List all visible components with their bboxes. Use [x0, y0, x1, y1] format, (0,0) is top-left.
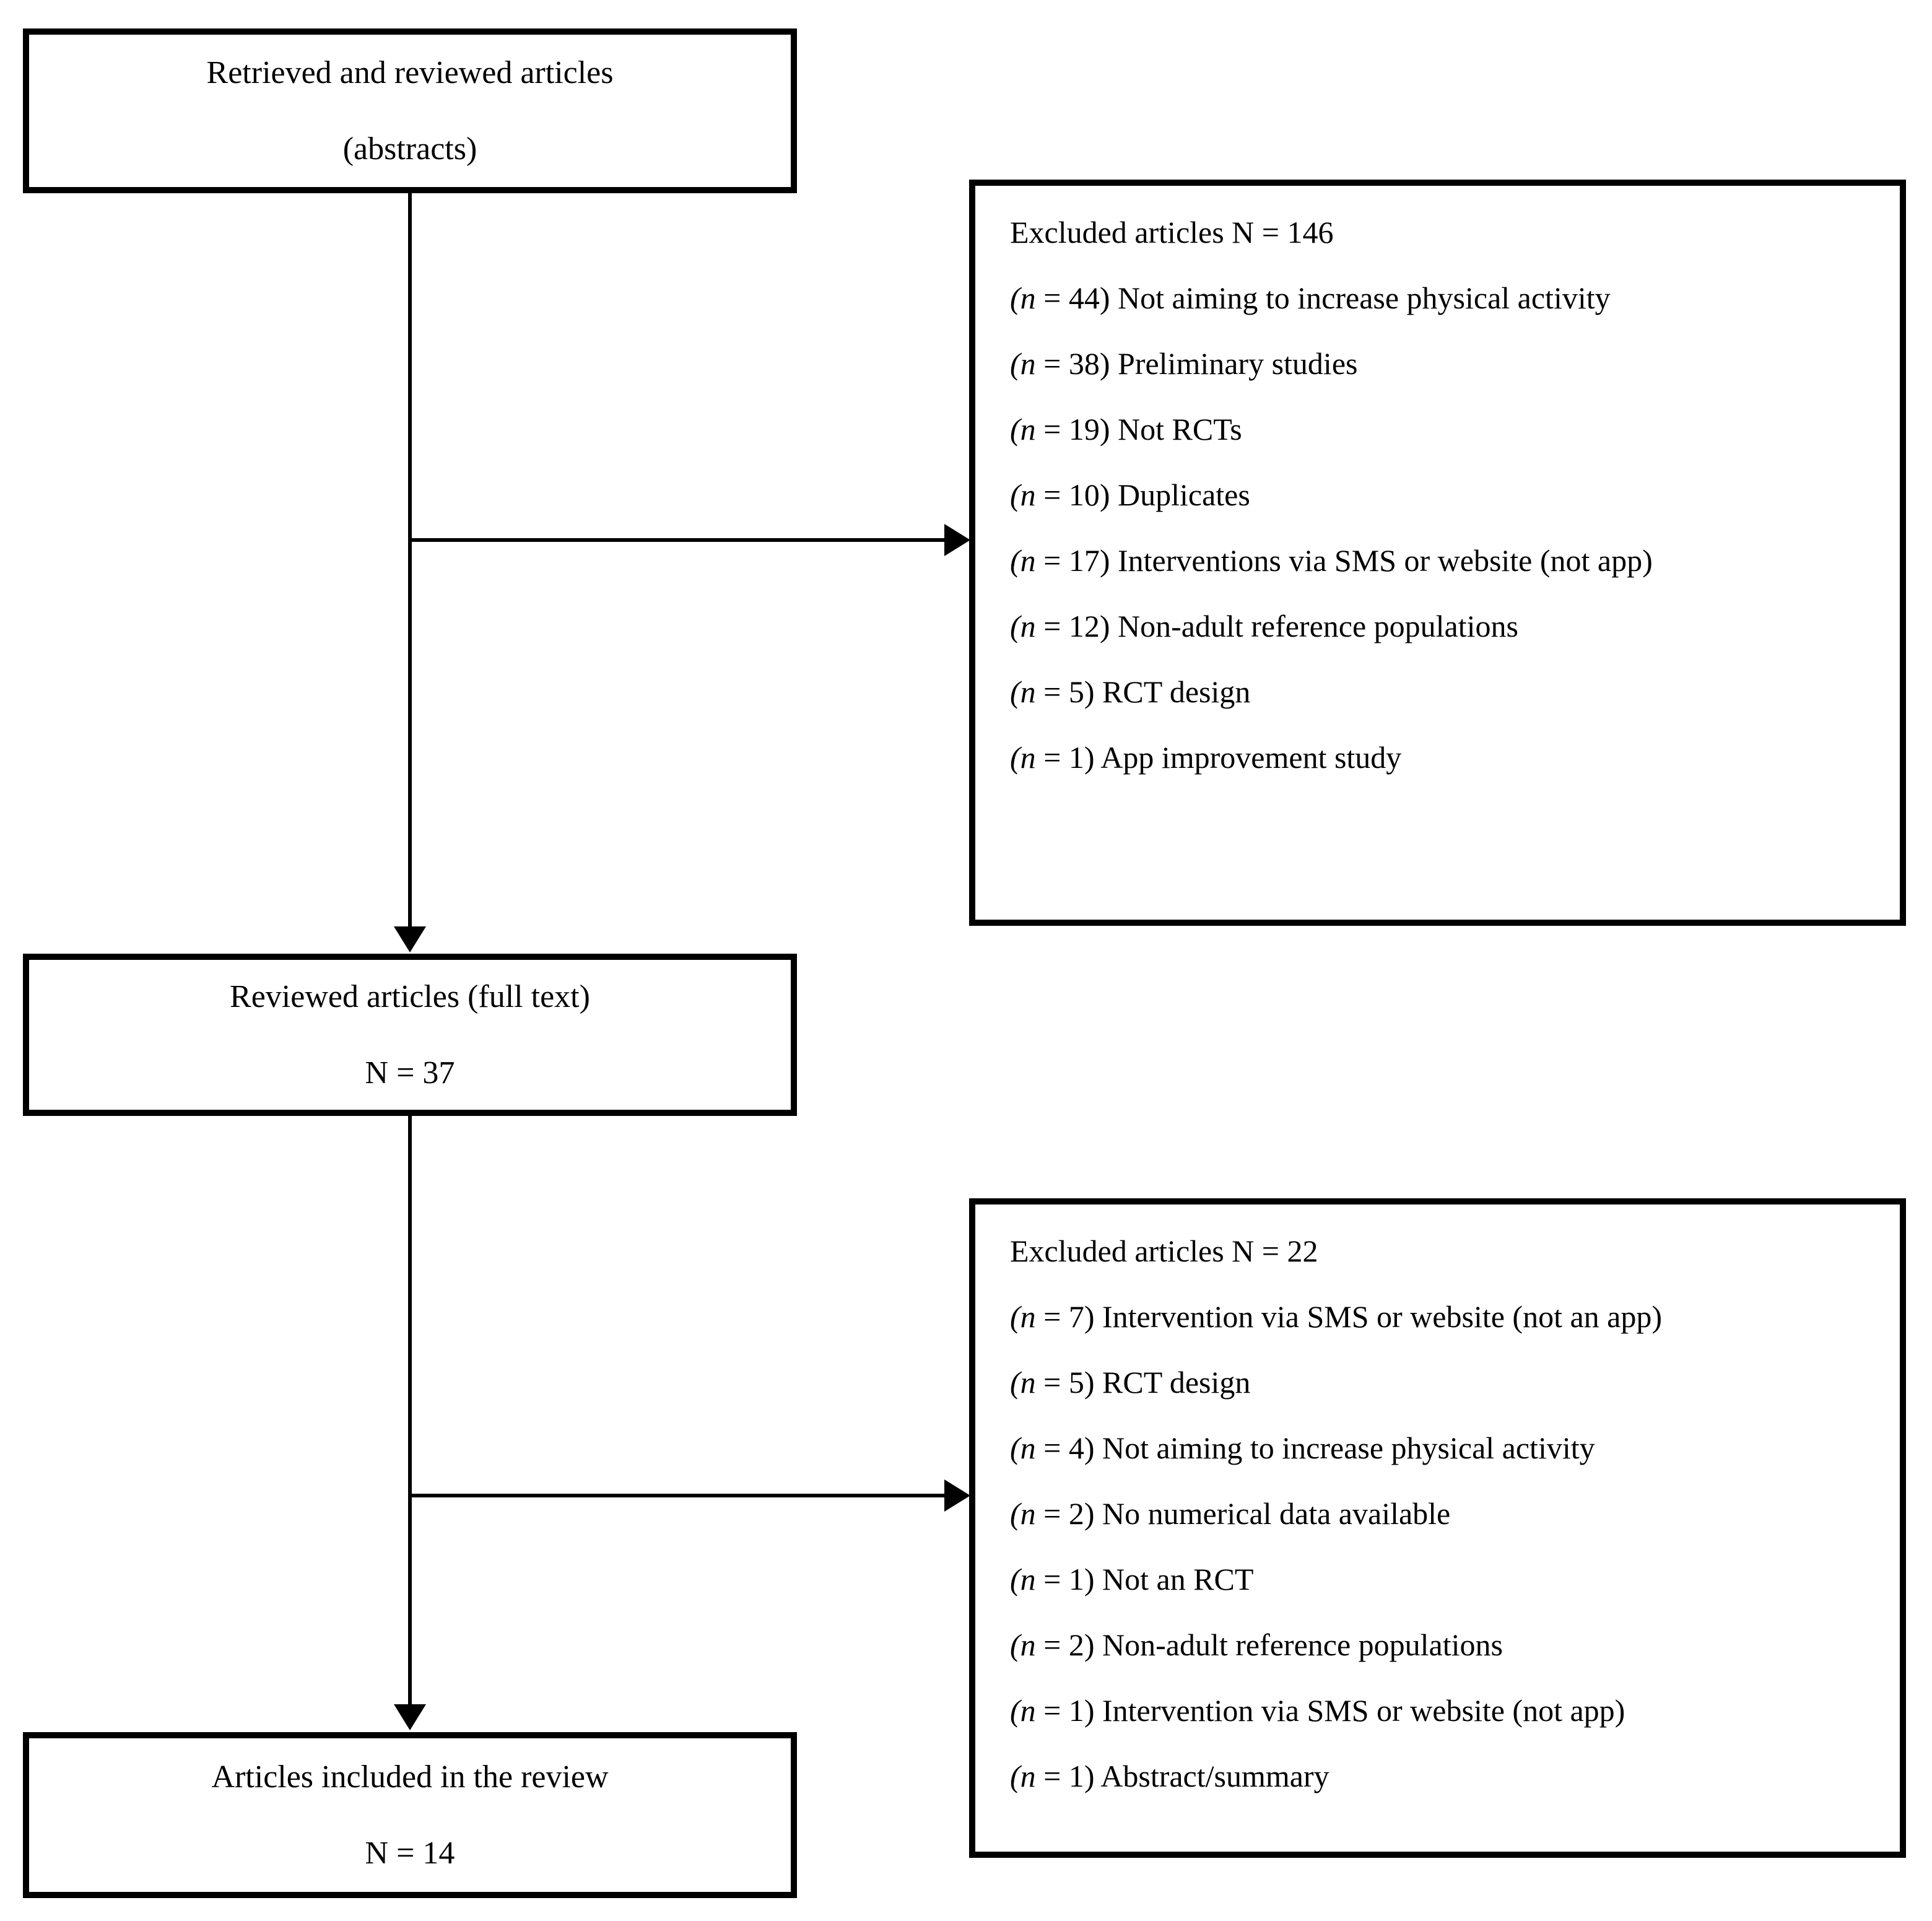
excluded-1-item-n-symbol: (n: [1010, 346, 1036, 381]
excluded-2-item: (n = 4) Not aiming to increase physical …: [1010, 1432, 1884, 1463]
arrowhead-down-to-included: [394, 1704, 426, 1730]
excluded-1-item-n-symbol: (n: [1010, 477, 1036, 512]
excluded-2-item-n-value: = 4): [1035, 1431, 1103, 1465]
excluded-2-item-n-symbol: (n: [1010, 1759, 1036, 1793]
excluded-1-item-reason: Interventions via SMS or website (not ap…: [1118, 543, 1653, 578]
excluded-2-item-n-symbol: (n: [1010, 1431, 1036, 1465]
excluded-2-item-n-symbol: (n: [1010, 1496, 1036, 1531]
excluded-2-item: (n = 5) RCT design: [1010, 1367, 1884, 1398]
box-retrieved-title: Retrieved and reviewed articles: [206, 54, 614, 90]
box-included-subtitle: N = 14: [365, 1836, 455, 1871]
box-included-title: Articles included in the review: [211, 1759, 609, 1795]
excluded-1-item-n-symbol: (n: [1010, 609, 1036, 643]
arrowhead-right-to-excluded-1: [944, 524, 970, 556]
excluded-1-item-reason: App improvement study: [1100, 740, 1402, 775]
connector-reviewed-to-included: [408, 1116, 412, 1705]
excluded-2-item-reason: Not an RCT: [1102, 1562, 1254, 1596]
excluded-1-item-n-symbol: (n: [1010, 543, 1036, 578]
excluded-2-item: (n = 1) Abstract/summary: [1010, 1761, 1884, 1792]
excluded-2-item-n-value: = 2): [1035, 1496, 1103, 1531]
excluded-2-item-reason: RCT design: [1102, 1365, 1251, 1400]
connector-retrieved-to-reviewed: [408, 193, 412, 929]
excluded-1-item-n-value: = 44): [1035, 281, 1118, 315]
excluded-1-item-n-symbol: (n: [1010, 674, 1036, 709]
box-reviewed-articles-full-text: Reviewed articles (full text) N = 37: [23, 954, 797, 1116]
excluded-1-item: (n = 10) Duplicates: [1010, 479, 1884, 510]
excluded-2-item-n-value: = 7): [1035, 1299, 1103, 1334]
excluded-2-item-reason: No numerical data available: [1102, 1496, 1451, 1531]
excluded-2-item: (n = 2) Non-adult reference populations: [1010, 1629, 1884, 1660]
excluded-2-item-n-symbol: (n: [1010, 1627, 1036, 1662]
excluded-1-item-n-symbol: (n: [1010, 740, 1036, 775]
arrowhead-right-to-excluded-2: [944, 1479, 970, 1512]
excluded-1-item-reason: RCT design: [1102, 674, 1251, 709]
excluded-1-item-n-symbol: (n: [1010, 412, 1036, 446]
excluded-1-item-n-value: = 5): [1035, 674, 1103, 709]
excluded-1-item: (n = 5) RCT design: [1010, 676, 1884, 707]
excluded-2-item-n-symbol: (n: [1010, 1562, 1036, 1596]
box-retrieved-and-reviewed-articles: Retrieved and reviewed articles (abstrac…: [23, 28, 797, 193]
excluded-1-item: (n = 44) Not aiming to increase physical…: [1010, 282, 1884, 313]
excluded-2-item-n-symbol: (n: [1010, 1693, 1036, 1728]
excluded-1-item: (n = 12) Non-adult reference populations: [1010, 611, 1884, 642]
box-reviewed-subtitle: N = 37: [365, 1055, 455, 1091]
excluded-2-item-n-value: = 1): [1035, 1693, 1103, 1728]
excluded-1-item-reason: Preliminary studies: [1118, 346, 1358, 381]
excluded-1-item: (n = 38) Preliminary studies: [1010, 348, 1884, 379]
excluded-2-item-n-value: = 1): [1035, 1562, 1103, 1596]
excluded-2-item-n-value: = 1): [1035, 1759, 1101, 1793]
excluded-2-heading: Excluded articles N = 22: [1010, 1234, 1318, 1268]
excluded-2-item-n-value: = 2): [1035, 1627, 1103, 1662]
excluded-2-item-reason: Intervention via SMS or website (not app…: [1102, 1693, 1625, 1728]
box-excluded-articles-22: Excluded articles N = 22 (n = 7) Interve…: [969, 1198, 1906, 1858]
excluded-2-item-n-symbol: (n: [1010, 1299, 1036, 1334]
excluded-2-item-n-symbol: (n: [1010, 1365, 1036, 1400]
excluded-1-item: (n = 1) App improvement study: [1010, 742, 1884, 773]
excluded-2-item: (n = 2) No numerical data available: [1010, 1498, 1884, 1529]
excluded-1-item-n-symbol: (n: [1010, 281, 1036, 315]
excluded-1-item-reason: Not RCTs: [1118, 412, 1242, 446]
excluded-2-item-n-value: = 5): [1035, 1365, 1103, 1400]
excluded-1-item-reason: Non-adult reference populations: [1118, 609, 1518, 643]
excluded-1-item-n-value: = 1): [1035, 740, 1101, 775]
excluded-1-item-n-value: = 10): [1035, 477, 1118, 512]
arrowhead-down-to-reviewed: [394, 926, 426, 952]
excluded-1-item-n-value: = 38): [1035, 346, 1118, 381]
excluded-1-item-n-value: = 17): [1035, 543, 1118, 578]
excluded-2-item: (n = 1) Intervention via SMS or website …: [1010, 1695, 1884, 1726]
box-reviewed-title: Reviewed articles (full text): [230, 978, 590, 1014]
box-articles-included-in-review: Articles included in the review N = 14: [23, 1732, 797, 1898]
excluded-1-item: (n = 17) Interventions via SMS or websit…: [1010, 545, 1884, 576]
excluded-2-item-reason: Intervention via SMS or website (not an …: [1102, 1299, 1662, 1334]
excluded-2-item: (n = 1) Not an RCT: [1010, 1564, 1884, 1595]
excluded-2-item: (n = 7) Intervention via SMS or website …: [1010, 1301, 1884, 1332]
excluded-2-item-reason: Not aiming to increase physical activity: [1102, 1431, 1595, 1465]
excluded-1-item-n-value: = 19): [1035, 412, 1118, 446]
excluded-1-item: (n = 19) Not RCTs: [1010, 414, 1884, 445]
connector-to-excluded-2: [408, 1494, 955, 1497]
excluded-1-heading: Excluded articles N = 146: [1010, 215, 1334, 250]
box-retrieved-subtitle: (abstracts): [342, 131, 477, 167]
excluded-1-item-reason: Not aiming to increase physical activity: [1118, 281, 1611, 315]
box-excluded-articles-146: Excluded articles N = 146 (n = 44) Not a…: [969, 180, 1906, 926]
excluded-1-item-n-value: = 12): [1035, 609, 1118, 643]
excluded-2-item-reason: Abstract/summary: [1100, 1759, 1329, 1793]
excluded-2-item-reason: Non-adult reference populations: [1102, 1627, 1503, 1662]
excluded-1-item-reason: Duplicates: [1118, 477, 1250, 512]
connector-to-excluded-1: [408, 538, 955, 542]
